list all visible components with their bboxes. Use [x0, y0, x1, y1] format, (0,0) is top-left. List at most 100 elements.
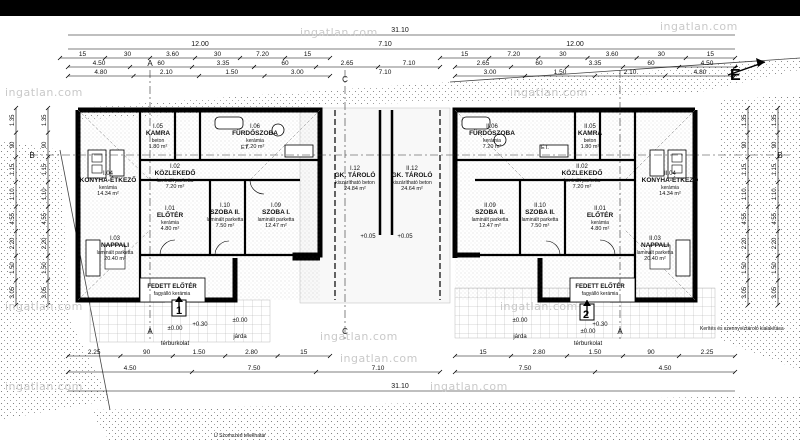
- dimension-tick: [13, 278, 19, 283]
- covered-entry-left: FEDETT ELŐTÉR: [147, 282, 197, 290]
- dimension-tick: [536, 55, 541, 61]
- dimension-label: 60: [281, 60, 289, 67]
- section-b-left: B: [29, 151, 34, 160]
- room-left-6-name: SZOBA II.: [210, 209, 240, 216]
- room-left-7-finish: laminált parketta: [258, 217, 295, 223]
- room-right-4-name: KONYHA-ÉTKEZŐ: [642, 175, 699, 184]
- dimension-label: 1.35: [10, 114, 16, 126]
- paver-left-label: térburkolat: [161, 341, 190, 347]
- dimension-label: 7.10: [379, 69, 392, 76]
- room-left-8-name: NAPPALI: [101, 242, 129, 249]
- dimension-label: 2.20: [42, 237, 48, 249]
- level-left-plus: +0.30: [192, 322, 208, 328]
- dimension-tick: [13, 204, 19, 209]
- dimension-tick: [732, 73, 738, 79]
- dimension-tick: [634, 55, 639, 61]
- room-left-3-name: KÖZLEKEDŐ: [155, 168, 196, 177]
- room-right-2-name: KAMRA: [578, 130, 602, 137]
- dimension-tick: [65, 64, 71, 70]
- room-right-7-area: 4.80 m²: [591, 226, 610, 232]
- entrance-marker-2: 2: [579, 300, 595, 321]
- room-right-7-number: II.01: [594, 206, 606, 212]
- garage-drive: [299, 107, 451, 304]
- dimension-tick: [452, 64, 458, 70]
- dimension-tick: [282, 55, 288, 61]
- dimension-label: 2.80: [245, 349, 258, 356]
- dimension-label: 7.10: [403, 60, 416, 67]
- dimension-tick: [45, 130, 51, 135]
- dimension-tick: [45, 179, 51, 185]
- room-right-8-number: II.03: [649, 236, 661, 242]
- room-right-1-finish: kerámia: [483, 138, 501, 144]
- level-garage-left: +0.05: [360, 234, 376, 240]
- dimension-label: 90: [647, 349, 655, 356]
- dimension-label: 1.50: [42, 262, 48, 274]
- dimension-tick: [189, 64, 195, 70]
- dimension-label: 7.20: [507, 51, 520, 58]
- dimension-tick: [775, 179, 781, 185]
- dimension-label: 2.20: [742, 237, 748, 249]
- dimension-label: 30: [559, 51, 567, 58]
- dimension-tick: [452, 73, 458, 79]
- dimension-tick: [251, 64, 257, 70]
- svg-text:2: 2: [583, 309, 589, 321]
- room-right-3-name: KÖZLEKEDŐ: [562, 168, 603, 177]
- dimension-tick: [745, 204, 751, 209]
- dimension-tick: [775, 154, 781, 160]
- dimension-label: 3.60: [606, 51, 619, 58]
- room-left-6-number: I.10: [220, 203, 231, 209]
- terrain-bottom: [90, 395, 800, 442]
- dimension-label: 1.10: [42, 188, 48, 200]
- dimension-label: 2.65: [477, 60, 490, 67]
- dimension-label: 4.50: [93, 60, 106, 67]
- et-right: ÉT.: [541, 144, 549, 151]
- dimension-label: 15: [707, 51, 715, 58]
- dimension-label: 60: [535, 60, 543, 67]
- dimension-label: 60: [647, 60, 655, 67]
- dimension-label: 90: [10, 141, 16, 148]
- sidewalk-right-label: járda: [512, 334, 527, 340]
- dimension-label: 90: [42, 141, 48, 148]
- dimension-label: 15: [300, 349, 308, 356]
- dimension-tick: [437, 64, 443, 70]
- dimension-tick: [13, 302, 19, 308]
- level-garage-right: +0.05: [397, 234, 413, 240]
- section-a-top: A: [147, 59, 153, 68]
- room-right-1-name: FÜRDŐSZOBA: [469, 128, 515, 137]
- dimension-label: 7.50: [519, 365, 532, 372]
- room-right-7-finish: kerámia: [591, 220, 609, 226]
- dimension-tick: [45, 253, 51, 259]
- level-left-sidewalk: ±0.00: [233, 318, 249, 324]
- room-right-9-name: GK. TÁROLÓ: [392, 170, 433, 179]
- dimension-tick: [745, 179, 751, 185]
- room-left-7-name: SZOBA I.: [262, 209, 290, 216]
- room-right-6-name: SZOBA II.: [525, 209, 555, 216]
- dimension-label: 3.05: [10, 286, 16, 298]
- dimension-tick: [196, 73, 202, 79]
- room-left-1-number: I.05: [153, 124, 164, 130]
- dimension-label: 2.20: [772, 237, 778, 249]
- et-left: ÉT.: [241, 144, 249, 151]
- dimension-label: 60: [157, 60, 165, 67]
- dimension-tick: [13, 179, 19, 185]
- dimension-tick: [745, 278, 751, 283]
- dimension-tick: [676, 353, 682, 359]
- section-a-right-bottom: A: [617, 327, 623, 336]
- room-right-9-area: 24.64 m²: [401, 186, 423, 192]
- level-right-sidewalk: ±0.00: [513, 318, 529, 324]
- dimension-tick: [45, 228, 51, 234]
- section-a-bottom: A: [147, 327, 153, 336]
- dimension-label: 4.50: [124, 365, 137, 372]
- dimension-tick: [313, 64, 319, 70]
- dimension-tick: [65, 369, 71, 375]
- room-left-6-finish: laminált parketta: [207, 217, 244, 223]
- dimension-tick: [131, 73, 136, 79]
- level-right-zero: ±0.00: [581, 329, 597, 335]
- dimension-label: 2.10: [160, 69, 173, 76]
- room-left-8-number: I.03: [110, 236, 121, 242]
- dimension-label: 1.15: [10, 163, 16, 175]
- dimension-label: 2.80: [533, 349, 546, 356]
- dimension-tick: [676, 64, 682, 70]
- room-left-9-number: I.12: [350, 166, 361, 172]
